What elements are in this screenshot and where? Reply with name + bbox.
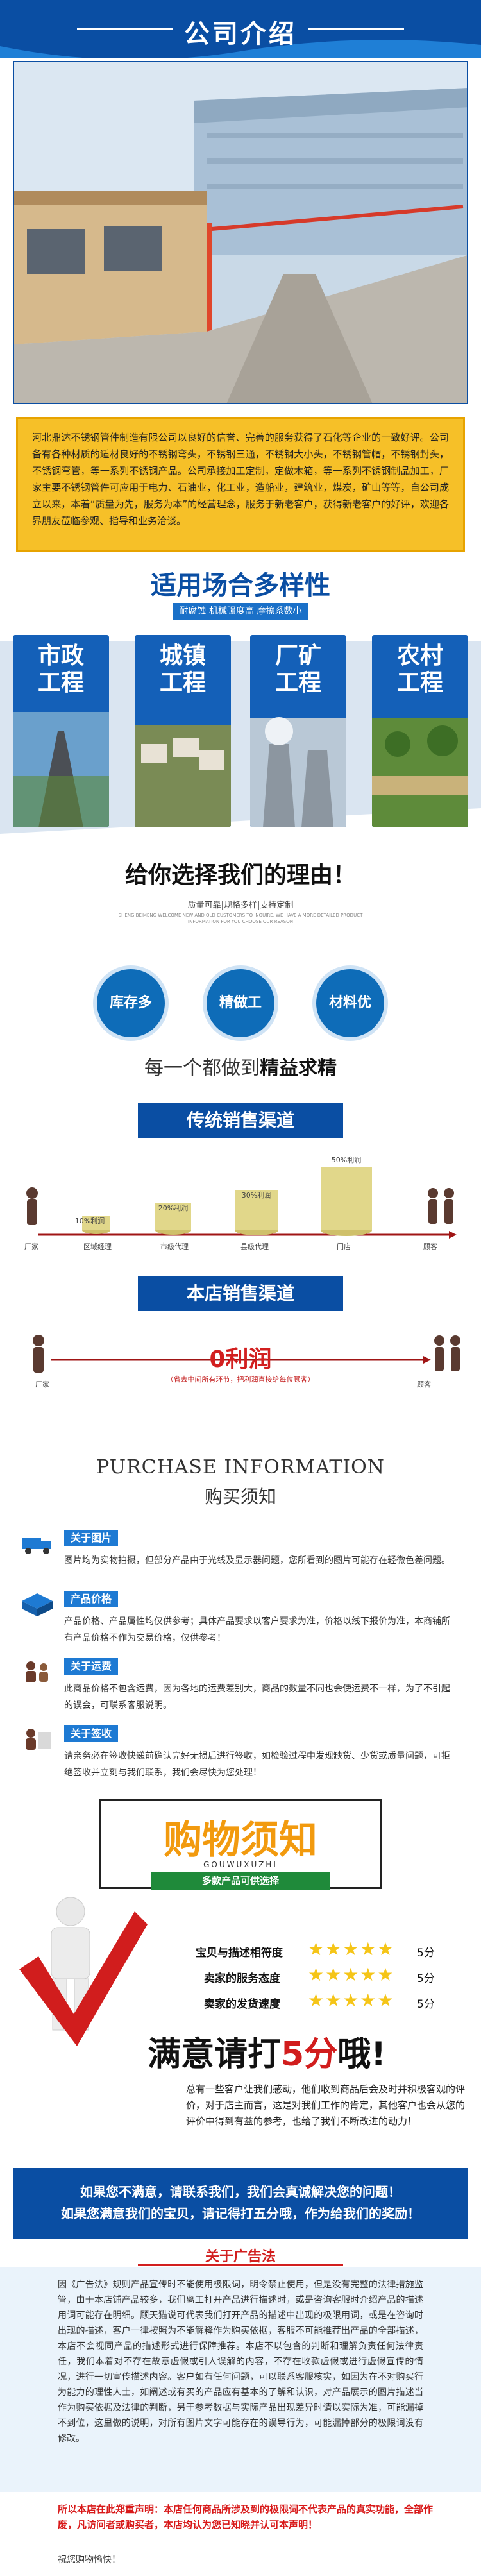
pct-30: 30%利润 <box>241 1191 272 1199</box>
power-plant-image <box>250 635 346 827</box>
our-customer: 顾客 <box>417 1380 431 1389</box>
shopping-tag: 多款产品可供选择 <box>151 1872 330 1890</box>
card-municipal: 市政 工程 <box>13 635 109 827</box>
label-pictures: 关于图片 <box>64 1530 119 1546</box>
card-town-label: 城镇 工程 <box>159 643 206 696</box>
pct-20: 20%利润 <box>158 1204 189 1212</box>
applications-subtitle: 耐腐蚀 机械强度高 摩擦系数小 <box>173 603 308 620</box>
reason-material: 材料优 <box>312 965 388 1041</box>
company-intro: 河北鼎达不锈钢管件制造有限公司以良好的信誉、完善的服务获得了石化等企业的一致好评… <box>16 417 465 552</box>
slogan-part-b: 精益求精 <box>260 1057 337 1080</box>
town-image <box>135 635 231 827</box>
label-receipt: 关于签收 <box>64 1725 119 1742</box>
pct-10: 10%利润 <box>74 1217 105 1225</box>
page-title: 公司介绍 <box>184 19 297 49</box>
factory-gate-image <box>14 62 467 403</box>
applications-title: 适用场合多样性 <box>151 571 330 600</box>
card-factory-label: 厂矿 工程 <box>274 643 321 696</box>
satisfy-b: 5分 <box>281 2035 338 2074</box>
rural-image <box>372 635 468 827</box>
pct-50: 50%利润 <box>331 1156 362 1164</box>
text-receipt: 请亲务必在签收快递前确认完好无损后进行签收，如检验过程中发现缺货、少货或质量问题… <box>64 1751 450 1778</box>
rating-1-stars: ★★★★★ <box>308 1938 395 1960</box>
header-wave-icon <box>0 0 481 60</box>
trad-customer: 顾客 <box>423 1242 437 1251</box>
reason-craft: 精做工 <box>203 965 278 1041</box>
people-icon <box>26 1661 48 1682</box>
card-town: 城镇 工程 <box>135 635 231 827</box>
our-diagram <box>33 1335 460 1373</box>
satisfy-c: 哦! <box>337 2035 386 2074</box>
shopping-title: 购物须知 <box>164 1818 317 1863</box>
law-title: 关于广告法 <box>205 2249 276 2265</box>
trad-county: 县级代理 <box>240 1242 269 1251</box>
trad-city: 市级代理 <box>160 1242 189 1251</box>
shopping-pinyin: GOUWUXUZHI <box>203 1860 278 1869</box>
faq-line-1: 如果您不满意，请联系我们，我们会真诚解决您的问题！ <box>80 2184 401 2199</box>
purchase-title-cn: 购买须知 <box>204 1486 276 1507</box>
card-rural-label: 农村 工程 <box>396 643 443 696</box>
trad-factory: 厂家 <box>24 1242 38 1251</box>
zero-profit-note: （省去中间所有环节，把利润直接给每位顾客） <box>166 1375 315 1384</box>
label-shipping: 关于运费 <box>64 1658 119 1675</box>
faq-line-2: 如果您满意我们的宝贝，请记得打五分哦，作为给我们的奖励！ <box>61 2206 420 2221</box>
law-title-underline <box>138 2264 343 2266</box>
rating-3-score: 5分 <box>417 1998 435 2011</box>
header-deco-right <box>308 28 404 30</box>
reason-stock: 库存多 <box>93 965 169 1041</box>
our-banner: 本店销售渠道 <box>138 1276 343 1311</box>
zero-profit: 0利润 <box>209 1346 272 1373</box>
card-municipal-label: 市政 工程 <box>37 643 84 696</box>
law-closing: 祝您购物愉快！ <box>58 2555 121 2565</box>
text-price: 产品价格、产品属性均仅供参考；具体产品要求以客户要求为准，价格以线下报价为准，本… <box>64 1616 450 1643</box>
card-rural: 农村 工程 <box>372 635 468 827</box>
rating-3-stars: ★★★★★ <box>308 1990 395 2011</box>
reasons-sub: 质量可靠|规格多样|支持定制 <box>187 901 294 910</box>
header-deco-left <box>77 28 173 30</box>
slogan-part-a: 每一个都做到 <box>144 1057 260 1080</box>
text-pictures: 图片均为实物拍摄，但部分产品由于光线及显示器问题，您所看到的图片可能存在轻微色差… <box>64 1555 450 1566</box>
satisfaction-banner: 如果您不满意，请联系我们，我们会真诚解决您的问题！ 如果您满意我们的宝贝，请记得… <box>13 2168 468 2239</box>
box-icon <box>22 1593 53 1616</box>
rating-1-label: 宝贝与描述相符度 <box>196 1947 283 1960</box>
law-text: 因《广告法》规则产品宣传时不能使用极限词，明令禁止使用，但是没有完整的法律措施监… <box>58 2280 423 2444</box>
reasons-title: 给你选择我们的理由！ <box>124 861 356 888</box>
factory-photo <box>13 61 468 404</box>
label-price: 产品价格 <box>64 1591 119 1607</box>
reasons-sub-en: SHENG BEIMENG WELCOME NEW AND OLD CUSTOM… <box>118 913 363 924</box>
law-declaration: 所以本店在此郑重声明：本店任何商品所涉及到的极限词不代表产品的真实功能，全部作废… <box>58 2504 434 2530</box>
rating-2-stars: ★★★★★ <box>308 1964 395 1985</box>
satisfy-line: 满意请打5分哦! <box>148 2027 468 2075</box>
truck-icon <box>22 1538 51 1554</box>
applications-backdrop <box>0 641 481 834</box>
our-factory: 厂家 <box>35 1380 49 1389</box>
trad-region: 区域经理 <box>83 1242 112 1251</box>
law-panel <box>0 2267 481 2492</box>
traditional-diagram <box>26 1167 457 1239</box>
satisfy-a: 满意请打 <box>148 2035 282 2074</box>
text-shipping: 此商品价格不包含运费，因为各地的运费差别大，商品的数量不同也会使运费不一样，为了… <box>64 1684 450 1711</box>
satisfy-note: 总有一些客户让我们感动，他们收到商品后会及时并积极客观的评价，对于店主而言，这是… <box>186 2083 466 2127</box>
trad-store: 门店 <box>337 1242 351 1251</box>
checkmark-figure-icon <box>19 1897 148 2046</box>
rating-2-score: 5分 <box>417 1972 435 1985</box>
receipt-icon <box>26 1729 51 1750</box>
road-image <box>13 635 109 827</box>
card-factory: 厂矿 工程 <box>250 635 346 827</box>
traditional-banner: 传统销售渠道 <box>138 1103 343 1138</box>
rating-1-score: 5分 <box>417 1947 435 1960</box>
rating-2-label: 卖家的服务态度 <box>204 1972 280 1985</box>
purchase-title-en: PURCHASE INFORMATION <box>96 1456 385 1479</box>
rating-3-label: 卖家的发货速度 <box>204 1998 280 2011</box>
reasons-slogan: 每一个都做到精益求精 <box>0 1052 481 1080</box>
